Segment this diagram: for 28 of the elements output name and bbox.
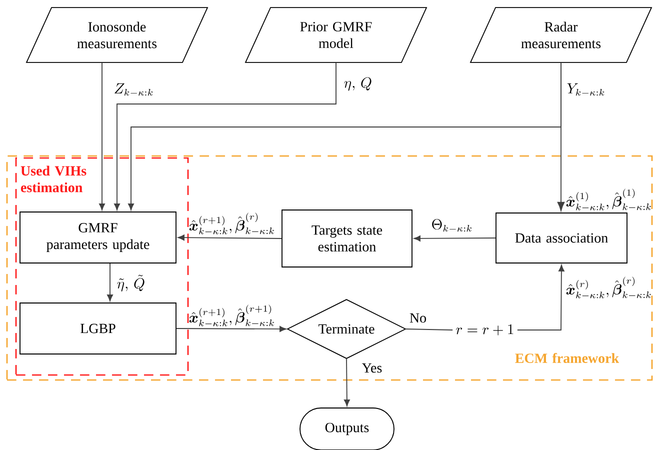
arrow — [178, 234, 282, 241]
edge-label: $\hat{\boldsymbol{x}}_{k-\kappa:k}^{(r)}, \hat{\boldsymbol{\beta}}_{k-\kappa:k}^{(r)}$ — [566, 276, 651, 298]
arrow — [516, 264, 564, 330]
process-box: Data association — [496, 212, 628, 264]
terminal-box: Outputs — [300, 408, 394, 450]
edge-label: $\tilde{\eta},\, \tilde{Q}$ — [117, 274, 144, 292]
arrow — [414, 236, 496, 242]
arrow — [176, 326, 286, 332]
arrow — [344, 358, 350, 406]
process-box: LGBP — [20, 302, 176, 354]
edge-label: $\hat{\boldsymbol{x}}_{k-\kappa:k}^{(r+1)}, \hat{\boldsymbol{\beta}}_{k-\kappa:k}^{(r+1)}$ — [189, 304, 274, 326]
edge-label: $\hat{\boldsymbol{x}}_{k-\kappa:k}^{(1)}, \hat{\boldsymbol{\beta}}_{k-\kappa:k}^{(1)}$ — [566, 188, 651, 210]
frame-title: ECM framework — [515, 353, 620, 363]
process-box: GMRF parameters update — [20, 212, 176, 264]
arrow — [99, 62, 105, 210]
arrow — [107, 263, 113, 302]
frame-title: Used VIHs estimation — [20, 166, 86, 192]
edge-label: $Z_{k-\kappa:k}$ — [114, 83, 153, 96]
process-box: Targets state estimation — [282, 210, 412, 268]
edge-label: $\eta,\, Q$ — [344, 77, 372, 91]
edge-label: No — [410, 313, 426, 323]
edge-label: $Y_{k-\kappa:k}$ — [567, 83, 604, 96]
arrow — [114, 62, 336, 210]
edge-label: $\Theta_{k-\kappa:k}$ — [432, 219, 472, 232]
formula-text: $r = r + 1$ — [456, 324, 514, 336]
edge-label: $\hat{\boldsymbol{x}}_{k-\kappa:k}^{(r+1)}, \hat{\boldsymbol{\beta}}_{k-\kappa:k}^{(r)}$ — [189, 212, 274, 234]
edge-label: Yes — [362, 363, 382, 373]
arrow — [557, 62, 565, 212]
